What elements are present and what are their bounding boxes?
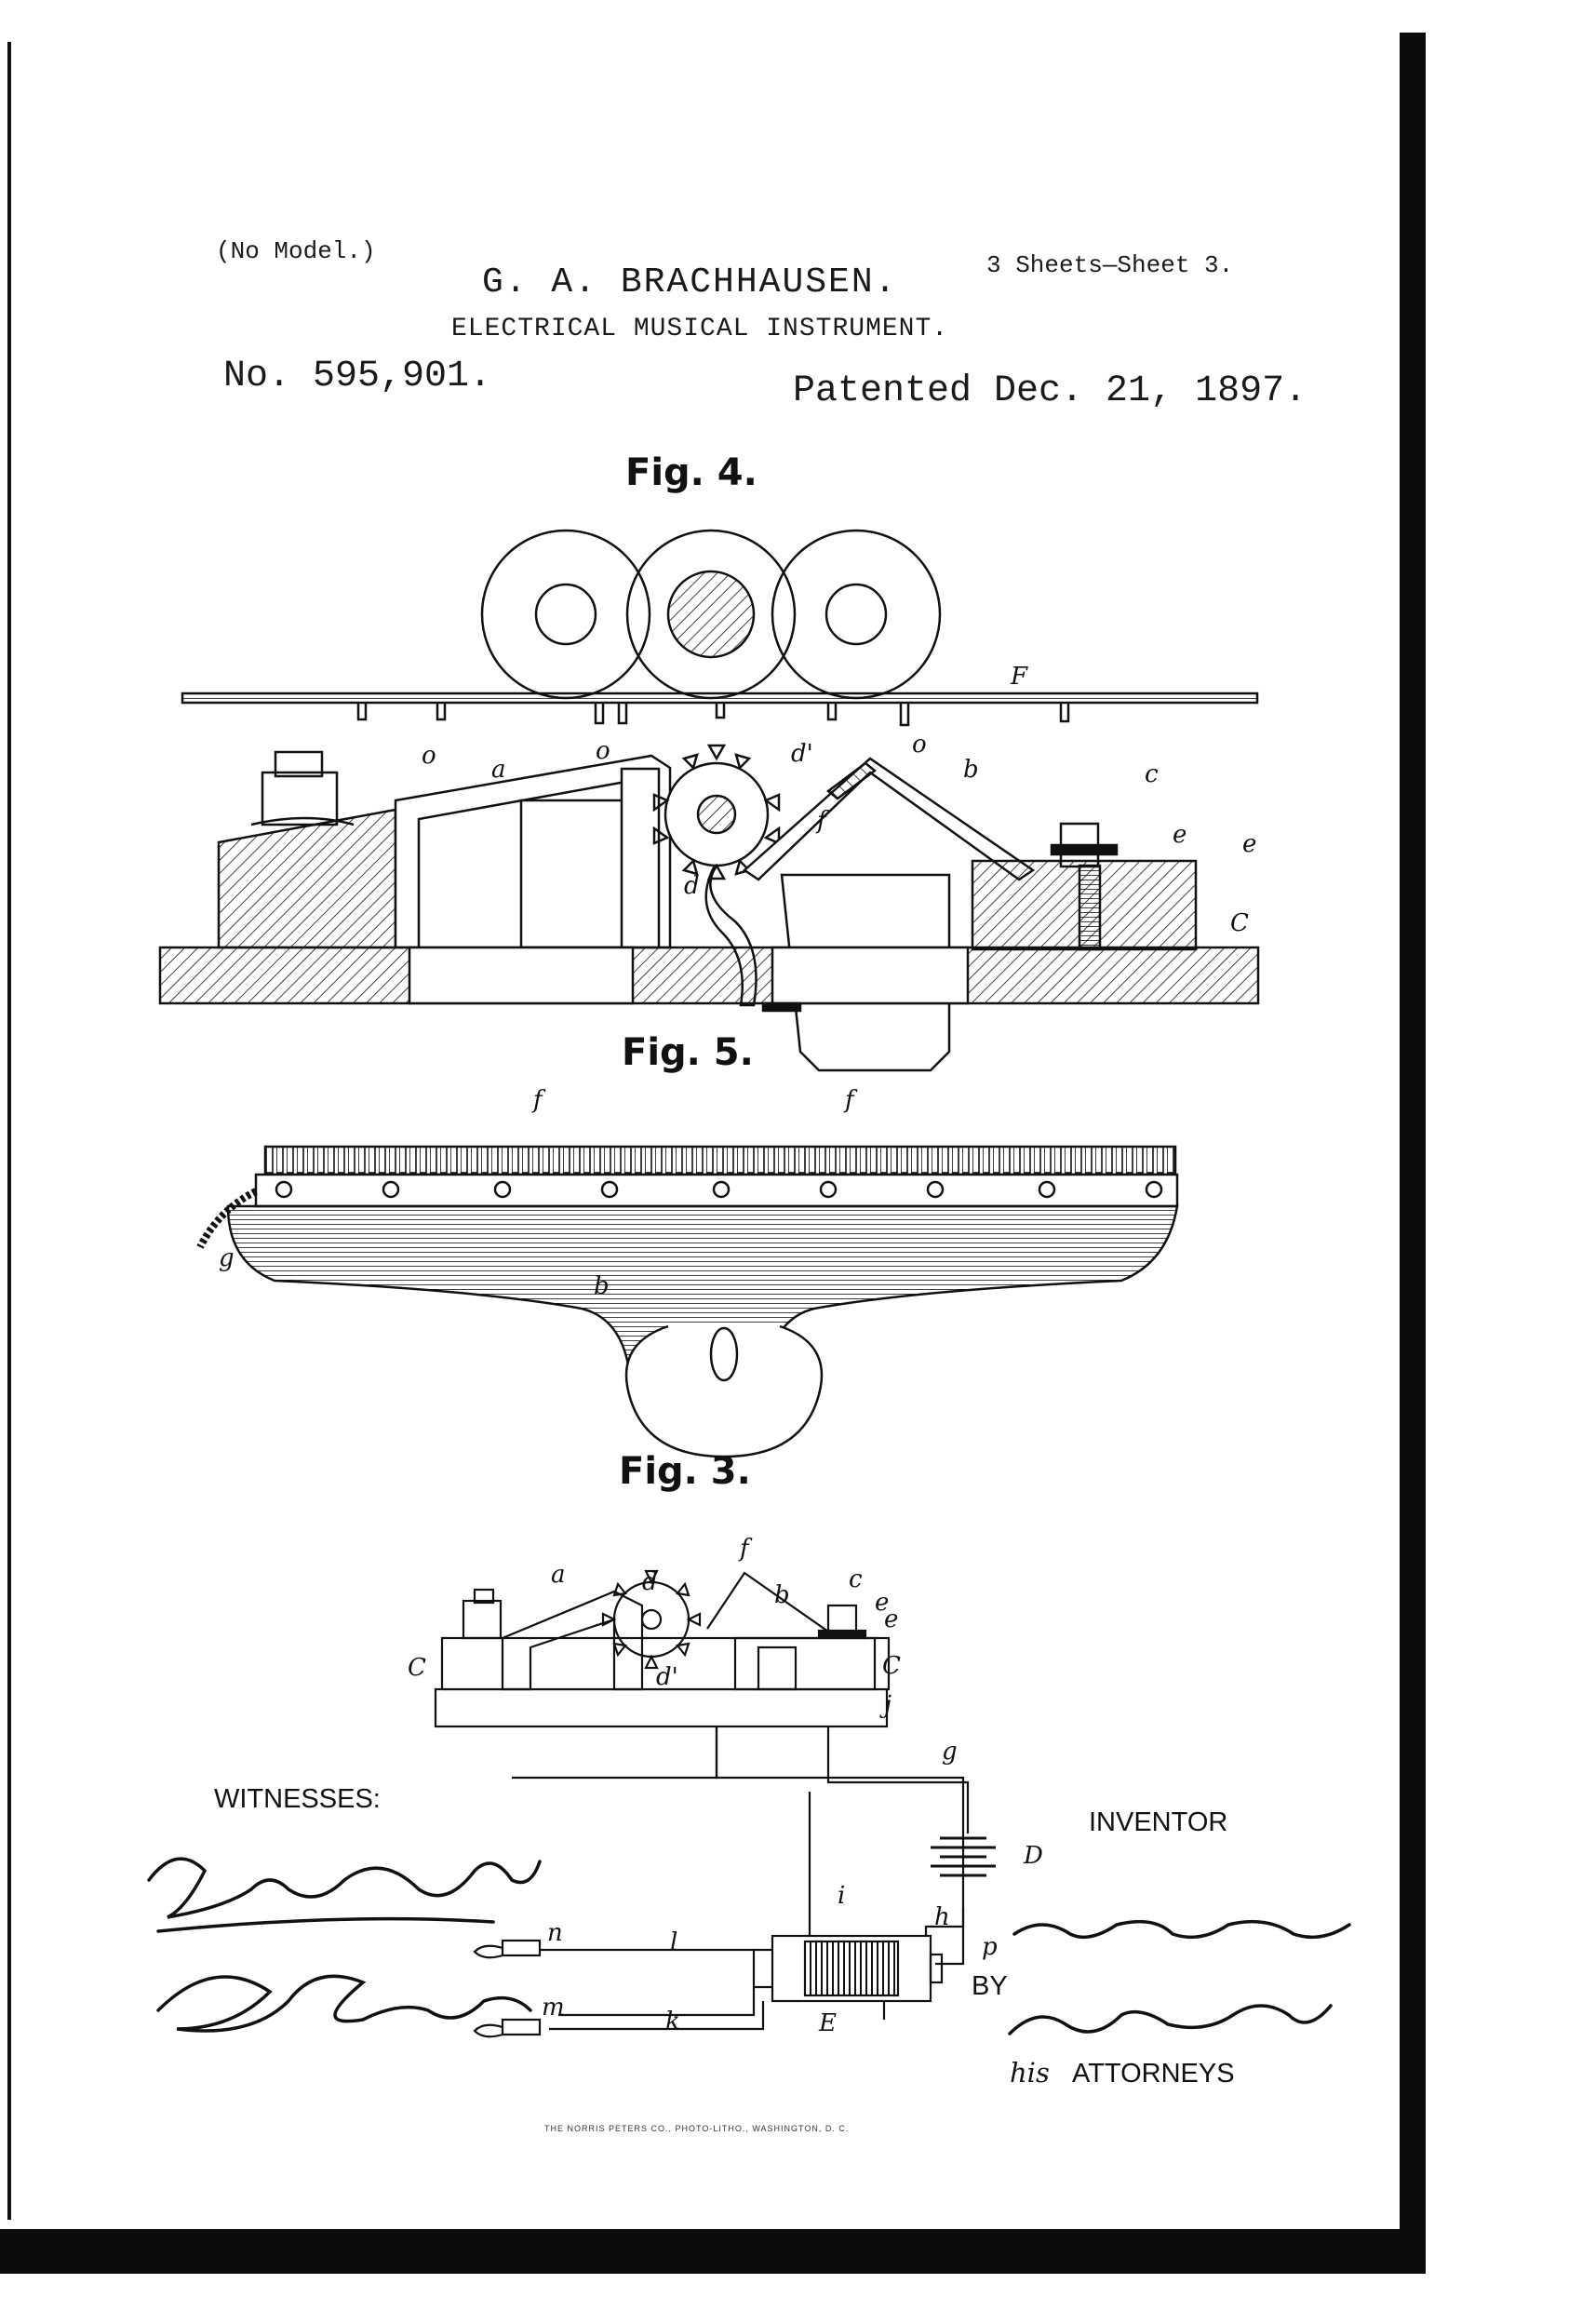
label-F: F [1010,663,1028,691]
label-a: a [491,756,506,784]
label-e: e [1173,821,1186,849]
fig5-caption: Fig. 5. [622,1031,754,1074]
label-o: o [596,737,610,765]
no-model-note: (No Model.) [216,237,376,265]
label-C: C [408,1654,426,1682]
label-e: e [875,1589,889,1617]
fig5-drawing [196,1145,1179,1458]
label-C: C [1230,909,1249,937]
label-d-prime: d' [656,1663,678,1691]
scan-left-border [7,42,11,2220]
label-p: p [982,1933,998,1961]
label-l: l [670,1928,677,1956]
fig4-caption: Fig. 4. [625,451,757,494]
inventor-label: INVENTOR [1089,1807,1228,1837]
invention-title: ELECTRICAL MUSICAL INSTRUMENT. [451,315,949,343]
label-e: e [884,1605,898,1633]
sheet-count: 3 Sheets—Sheet 3. [986,251,1234,279]
label-o: o [422,742,436,770]
label-D: D [1023,1842,1043,1870]
fig4-drawing [158,529,1260,1072]
label-m: m [542,1994,565,2022]
label-C: C [882,1652,901,1680]
label-b: b [594,1272,610,1300]
label-f: f [843,1086,858,1114]
patent-date: Patented Dec. 21, 1897. [793,370,1307,412]
attorneys-label: ATTORNEYS [1072,2059,1235,2089]
scan-bottom-border [0,2229,1426,2274]
label-h: h [934,1903,950,1931]
by-label: BY [972,1971,1008,2001]
patent-number: No. 595,901. [223,356,492,397]
inventor-name-heading: G. A. BRACHHAUSEN. [482,262,898,302]
attorneys-prefix: his [1010,2057,1050,2089]
label-b: b [774,1581,790,1609]
label-e: e [1242,830,1256,858]
label-k: k [665,2008,680,2035]
label-i: i [838,1882,845,1910]
scan-right-border [1400,33,1426,2262]
label-d-prime: d' [791,740,813,768]
witnesses-label: WITNESSES: [214,1784,381,1814]
lithographer-imprint: THE NORRIS PETERS CO., PHOTO-LITHO., WAS… [544,2124,850,2133]
label-c: c [1145,760,1159,788]
label-o: o [912,731,927,759]
label-b: b [963,756,979,784]
label-f: f [738,1535,753,1563]
fig3-drawing [434,1569,996,2038]
label-g: g [942,1738,958,1766]
label-a: a [551,1561,566,1589]
label-E: E [818,2009,837,2037]
label-n: n [547,1919,563,1947]
label-g: g [219,1244,235,1272]
label-c: c [849,1565,863,1593]
label-d: d [684,872,700,900]
handwritten-signatures [147,1857,1351,2035]
label-f: f [531,1086,546,1114]
label-d: d [642,1568,658,1596]
